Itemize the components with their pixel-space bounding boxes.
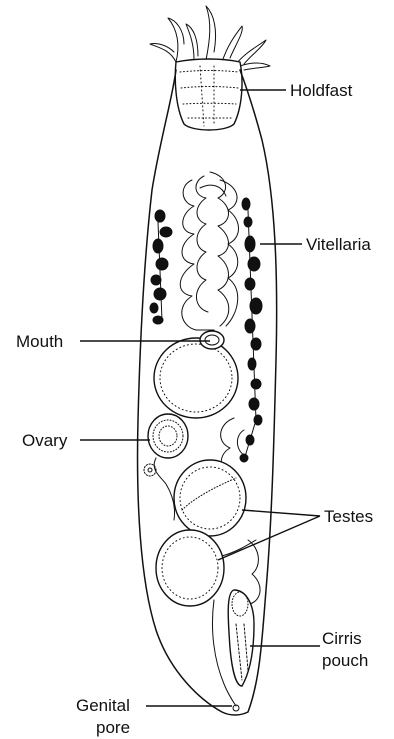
cirrus-pouch — [212, 590, 254, 706]
label-mouth: Mouth — [16, 332, 63, 351]
label-cirris: Cirris — [322, 629, 362, 648]
label-ovary: Ovary — [22, 431, 68, 450]
mouth-pharynx — [154, 331, 238, 418]
label-holdfast: Holdfast — [290, 81, 353, 100]
label-pouch: pouch — [322, 651, 368, 670]
label-vitellaria: Vitellaria — [306, 235, 371, 254]
label-genital: Genital — [76, 696, 130, 715]
label-pore: pore — [96, 718, 130, 737]
vitellaria-right — [240, 198, 262, 462]
holdfast — [175, 59, 242, 130]
label-testes: Testes — [324, 507, 373, 526]
vitellaria-left — [150, 210, 172, 324]
testes — [156, 460, 256, 606]
